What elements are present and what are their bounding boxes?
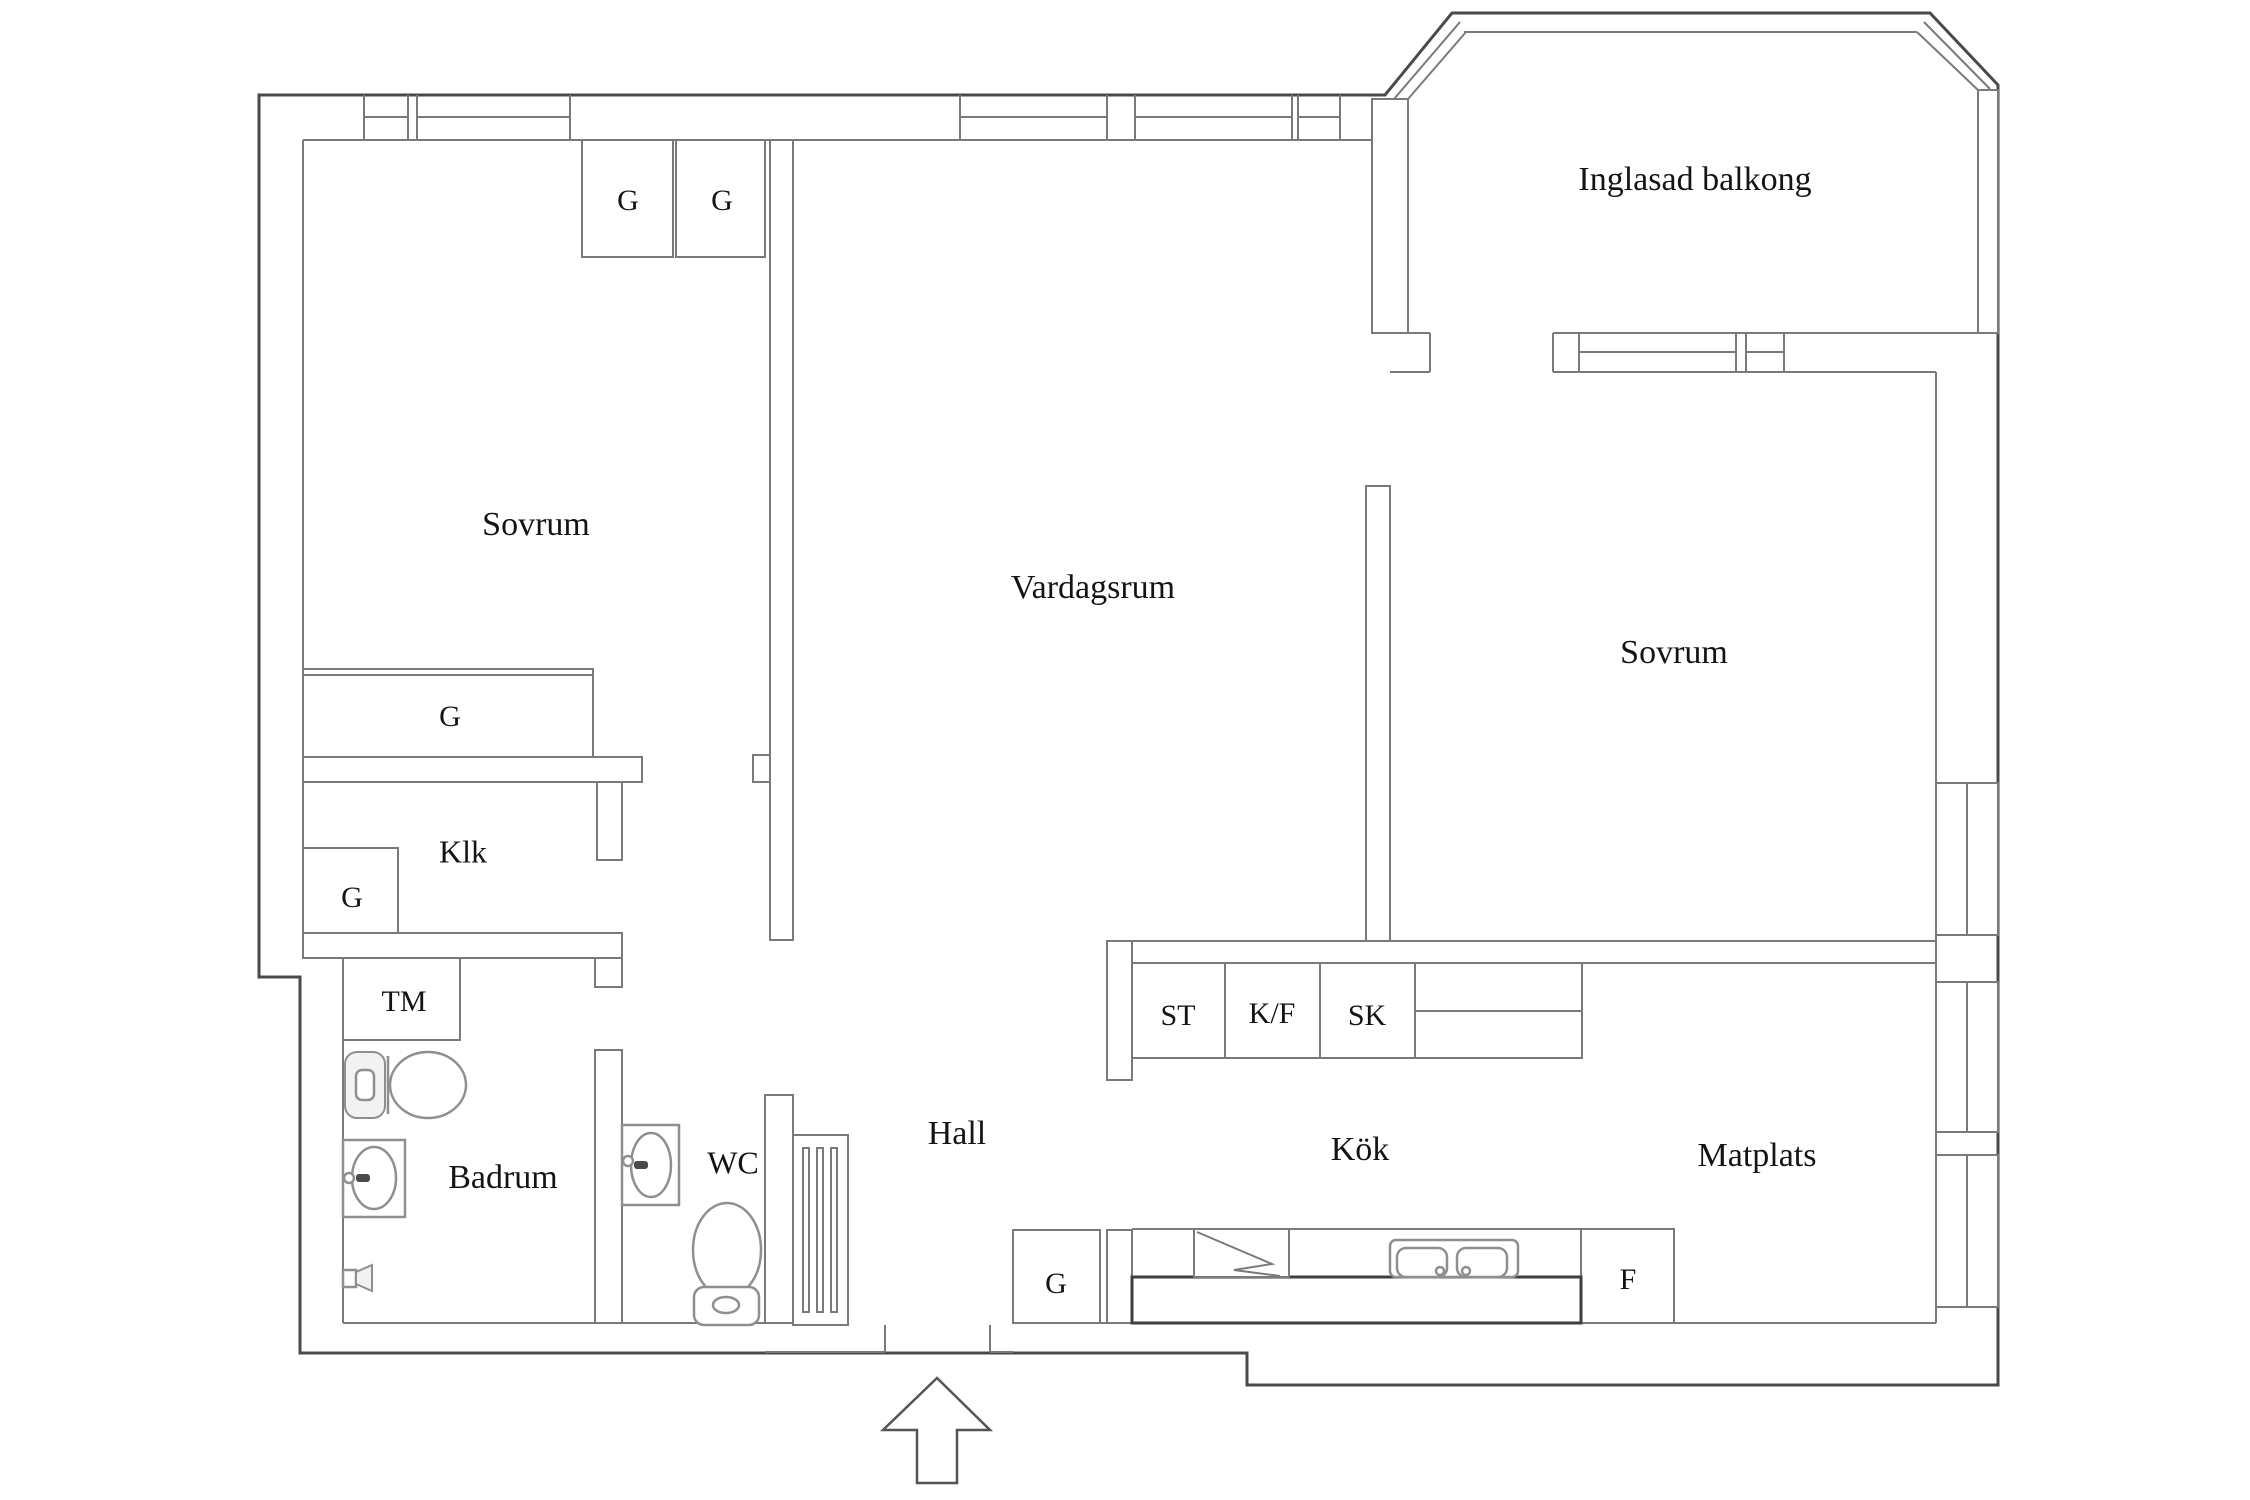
room-label-wc: WC xyxy=(707,1144,759,1180)
entrance-arrow-icon xyxy=(879,1376,994,1485)
cleaning-cabinet-label: ST xyxy=(1160,999,1195,1032)
wc-toilet-icon xyxy=(691,1201,763,1327)
wardrobe-label: G xyxy=(617,184,639,217)
top-wall-windows xyxy=(303,95,1372,141)
wardrobe-box xyxy=(581,139,674,258)
freezer-box xyxy=(1580,1228,1675,1324)
room-label-kitchen: Kök xyxy=(1331,1131,1390,1168)
wardrobes-cabinets xyxy=(302,139,1675,1324)
washing-machine-label: TM xyxy=(382,985,427,1018)
washing-machine-box xyxy=(342,957,461,1041)
tall-cabinet-box xyxy=(1319,962,1416,1059)
shower-mixer-icon xyxy=(341,1263,373,1293)
wardrobe-label: G xyxy=(1045,1267,1067,1300)
room-label-living-room: Vardagsrum xyxy=(1011,569,1175,606)
wc-fixtures xyxy=(620,1123,849,1327)
room-label-bedroom-left: Sovrum xyxy=(482,506,590,543)
room-label-hall: Hall xyxy=(928,1115,987,1152)
balcony-floor-wall xyxy=(1390,332,1978,373)
freezer-label: F xyxy=(1620,1263,1637,1296)
stove-zigzag-icon xyxy=(1196,1231,1281,1277)
room-label-dining: Matplats xyxy=(1698,1137,1817,1174)
bottom-wall xyxy=(343,1322,1936,1353)
room-label-klk: Klk xyxy=(439,833,487,869)
bathroom-sink-icon xyxy=(341,1138,407,1219)
fridge-freezer-label: K/F xyxy=(1249,997,1296,1030)
wardrobe-box xyxy=(675,139,766,258)
kitchen-sink-icon xyxy=(1388,1238,1520,1279)
wardrobe-label: G xyxy=(341,881,363,914)
tall-cabinet-label: SK xyxy=(1348,999,1387,1032)
wardrobe-box-hall xyxy=(1012,1229,1101,1324)
cleaning-cabinet-box xyxy=(1131,962,1226,1059)
wardrobe-label: G xyxy=(439,700,461,733)
bathroom-fixtures xyxy=(341,1050,468,1293)
radiator-icon xyxy=(792,1134,849,1326)
wardrobe-box-long xyxy=(302,668,594,758)
room-label-balcony: Inglasad balkong xyxy=(1578,161,1811,198)
room-label-bedroom-right: Sovrum xyxy=(1620,634,1728,671)
room-label-bathroom: Badrum xyxy=(448,1159,558,1196)
toilet-icon xyxy=(344,1050,468,1120)
wardrobe-box-klk xyxy=(302,847,399,934)
right-wall-windows xyxy=(1935,372,1999,1323)
kitchen-counter xyxy=(1130,1228,1583,1325)
outer-walls xyxy=(257,11,2000,1387)
wardrobe-label: G xyxy=(711,184,733,217)
balcony-glazing xyxy=(1371,21,1999,334)
fridge-freezer-box xyxy=(1224,962,1321,1059)
interior-walls xyxy=(302,139,1937,1324)
labels-layer: Inglasad balkong Sovrum Vardagsrum Sovru… xyxy=(341,161,1816,1300)
wc-sink-icon xyxy=(620,1123,681,1207)
